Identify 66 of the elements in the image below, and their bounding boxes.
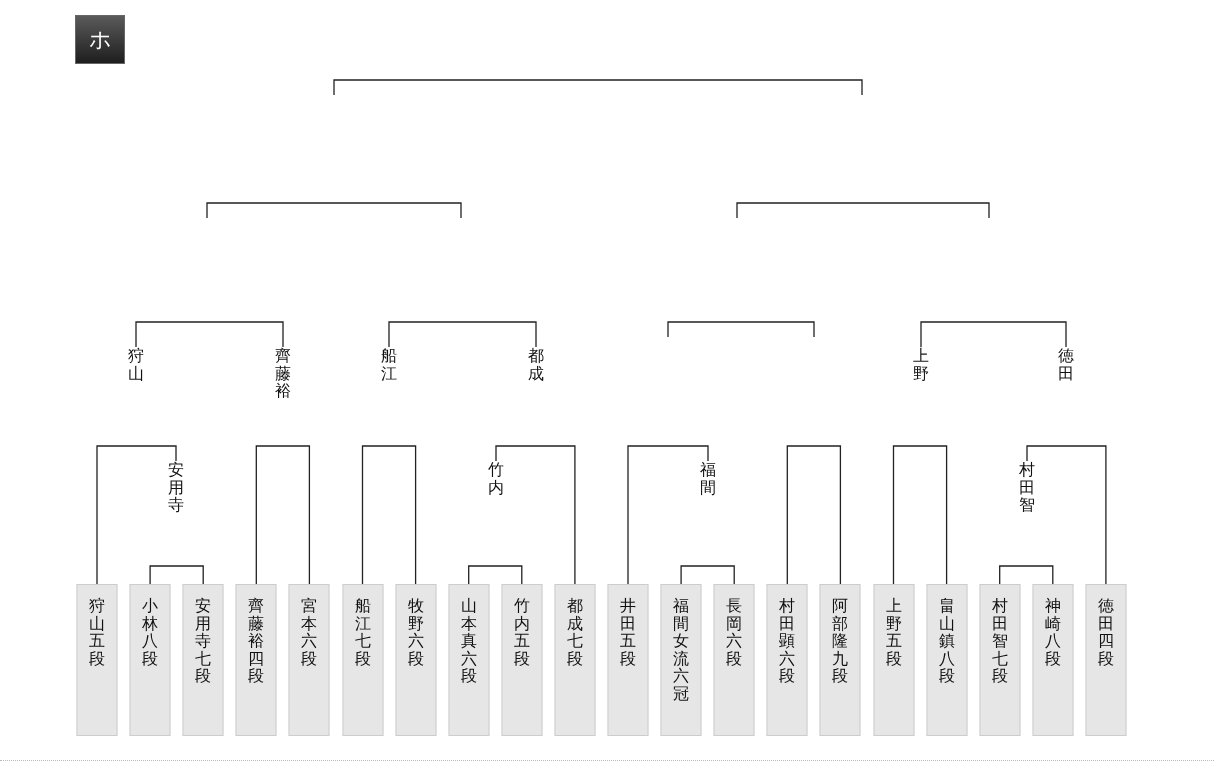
player-box xyxy=(713,584,755,736)
player-name: 山本真六段 xyxy=(460,597,477,685)
player-name: 村田智七段 xyxy=(991,597,1008,685)
bracket-line xyxy=(680,565,735,585)
bracket-line xyxy=(361,445,417,585)
bracket-line xyxy=(149,565,204,585)
bracket-line xyxy=(786,445,842,585)
player-name: 船江七段 xyxy=(354,597,371,668)
player-name: 阿部隆九段 xyxy=(832,597,849,685)
player-box xyxy=(660,584,702,736)
player-name: 福間女流六冠 xyxy=(673,597,690,703)
player-box xyxy=(554,584,596,736)
winner-name: 都成 xyxy=(528,347,544,383)
winner-name: 狩山 xyxy=(128,347,144,383)
winner-name: 上野 xyxy=(913,347,929,383)
bracket-line xyxy=(96,445,177,585)
bracket-line xyxy=(388,321,537,348)
block-badge: ホ xyxy=(75,15,125,64)
player-name: 神崎八段 xyxy=(1044,597,1061,668)
bracket-line xyxy=(135,321,284,348)
player-box xyxy=(873,584,914,736)
bracket-line xyxy=(495,445,576,585)
player-name: 徳田四段 xyxy=(1097,597,1114,668)
player-name: 上野五段 xyxy=(885,597,902,668)
player-box xyxy=(979,584,1021,736)
bracket-line xyxy=(255,445,311,585)
bracket-line xyxy=(892,445,948,585)
player-box xyxy=(182,584,224,736)
winner-name: 福間 xyxy=(700,461,716,497)
player-name: 小林八段 xyxy=(142,597,159,668)
player-box xyxy=(1085,584,1127,736)
bracket-line xyxy=(920,321,1067,348)
player-box xyxy=(926,584,968,736)
player-box xyxy=(235,584,277,736)
winner-name: 安用寺 xyxy=(168,461,184,514)
player-box xyxy=(766,584,808,736)
player-name: 牧野六段 xyxy=(407,597,424,668)
player-box xyxy=(129,584,171,736)
winner-name: 竹内 xyxy=(488,461,504,497)
bracket-line xyxy=(627,445,709,585)
bracket-line xyxy=(468,565,523,585)
winner-name: 村田智 xyxy=(1019,461,1035,514)
player-name: 宮本六段 xyxy=(301,597,318,668)
player-name: 長岡六段 xyxy=(726,597,743,668)
player-name: 畠山鎮八段 xyxy=(938,597,955,685)
player-box xyxy=(342,584,383,736)
player-name: 安用寺七段 xyxy=(195,597,212,685)
player-name: 齊藤裕四段 xyxy=(248,597,265,685)
player-name: 村田顕六段 xyxy=(779,597,796,685)
player-box xyxy=(1032,584,1074,736)
player-box xyxy=(501,584,543,736)
bracket-line xyxy=(1026,445,1107,585)
player-name: 竹内五段 xyxy=(513,597,530,668)
player-name: 狩山五段 xyxy=(89,597,105,668)
player-box xyxy=(448,584,490,736)
player-name: 井田五段 xyxy=(620,597,636,668)
player-name: 都成七段 xyxy=(566,597,583,668)
player-box xyxy=(607,584,649,736)
player-box xyxy=(395,584,437,736)
player-box xyxy=(76,584,118,736)
player-box xyxy=(288,584,330,736)
winner-name: 徳田 xyxy=(1058,347,1074,383)
player-box xyxy=(819,584,861,736)
winner-name: 齊藤裕 xyxy=(275,347,291,400)
winner-name: 船江 xyxy=(381,347,397,383)
bracket-line xyxy=(999,565,1054,585)
